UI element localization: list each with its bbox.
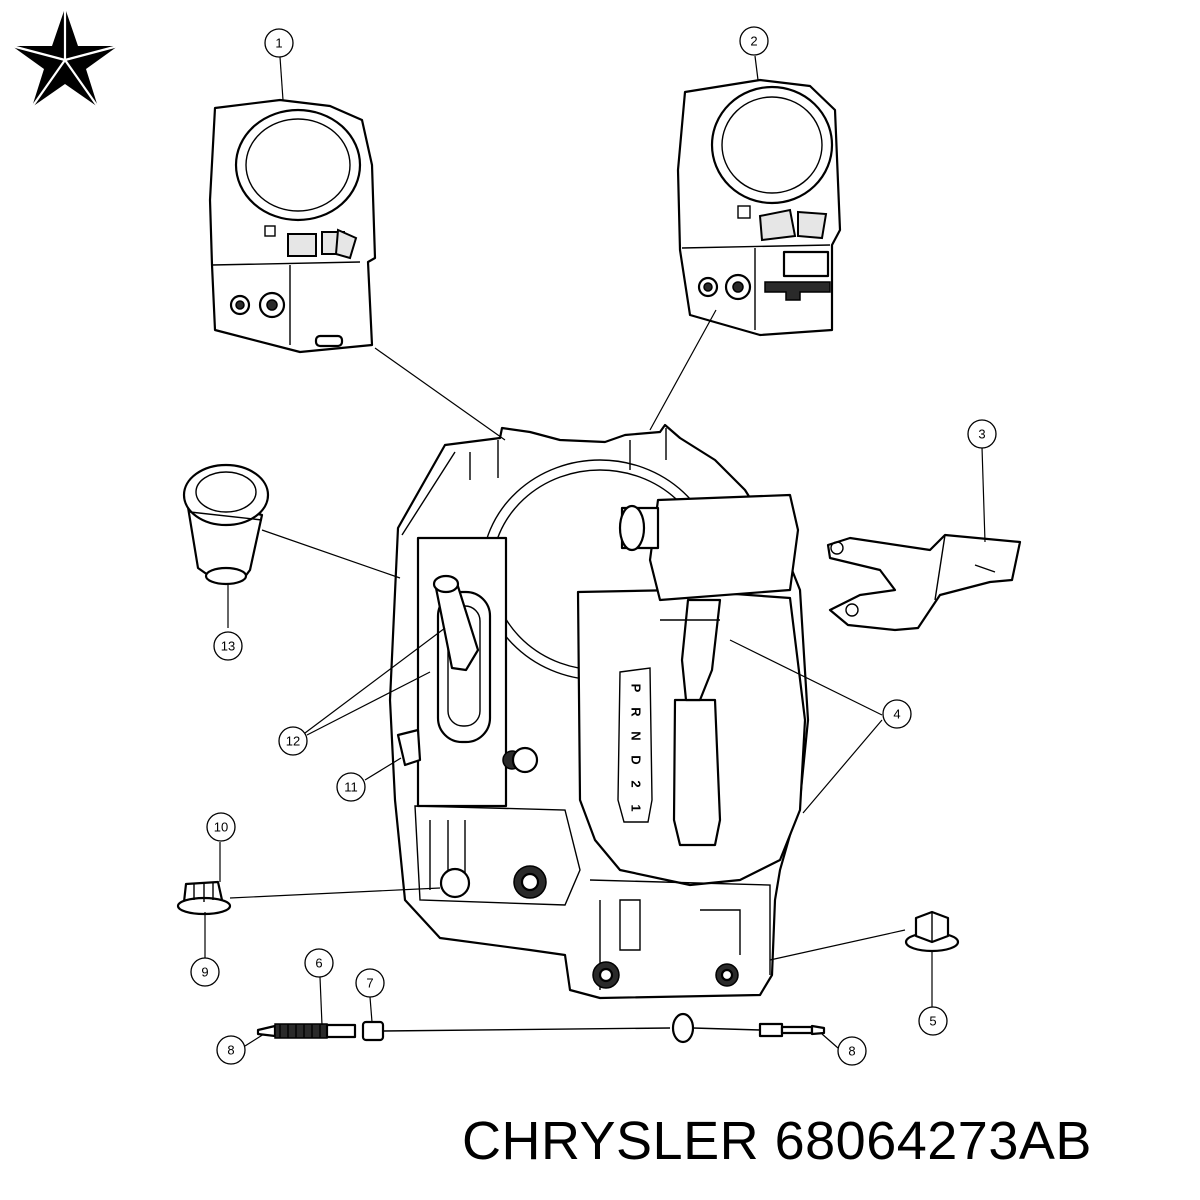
callout-10: 10: [206, 812, 236, 842]
brand-part-number-caption: CHRYSLER 68064273AB: [462, 1111, 1092, 1171]
callout-9: 9: [190, 957, 220, 987]
svg-text:2: 2: [750, 34, 757, 49]
gear-letter: D: [629, 755, 644, 764]
mounting-bracket: [826, 533, 1022, 632]
gear-letter: 1: [629, 804, 644, 811]
left-trim-bezel: [208, 98, 377, 354]
shift-knob: [182, 463, 270, 586]
right-trim-bezel: [676, 78, 842, 337]
leader-lines: [204, 55, 986, 1049]
callout-6: 6: [304, 948, 334, 978]
flange-nut: [904, 910, 960, 953]
gear-indicator: P R N D 2 1: [629, 684, 644, 812]
shift-cable: [256, 1012, 826, 1044]
gear-letter: P: [629, 684, 644, 693]
svg-text:7: 7: [366, 976, 373, 991]
svg-text:11: 11: [344, 780, 358, 795]
callout-8a: 8: [216, 1035, 246, 1065]
svg-text:3: 3: [978, 427, 985, 442]
callout-3: 3: [967, 419, 997, 449]
svg-text:1: 1: [275, 36, 282, 51]
gear-letter: R: [629, 707, 644, 717]
callout-11: 11: [336, 772, 366, 802]
svg-text:4: 4: [893, 707, 900, 722]
callout-12: 12: [278, 726, 308, 756]
svg-text:5: 5: [929, 1014, 936, 1029]
lock-clip: [396, 728, 422, 767]
gear-letter: 2: [629, 780, 644, 787]
shifter-assembly: [388, 423, 810, 1000]
callout-2: 2: [739, 26, 769, 56]
callout-13: 13: [213, 631, 243, 661]
callout-8b: 8: [837, 1036, 867, 1066]
gear-letter: N: [629, 731, 644, 740]
svg-text:8: 8: [227, 1043, 234, 1058]
callout-4: 4: [882, 699, 912, 729]
svg-text:10: 10: [214, 820, 228, 835]
svg-text:8: 8: [848, 1044, 855, 1059]
manual-shift-lever: [432, 574, 480, 672]
nut-washer: [176, 880, 232, 916]
svg-text:6: 6: [315, 956, 322, 971]
callout-7: 7: [355, 968, 385, 998]
svg-text:9: 9: [201, 965, 208, 980]
chrysler-pentastar-icon: [4, 4, 126, 114]
callout-1: 1: [264, 28, 294, 58]
svg-text:12: 12: [286, 734, 300, 749]
callout-5: 5: [918, 1006, 948, 1036]
svg-text:13: 13: [221, 639, 235, 654]
